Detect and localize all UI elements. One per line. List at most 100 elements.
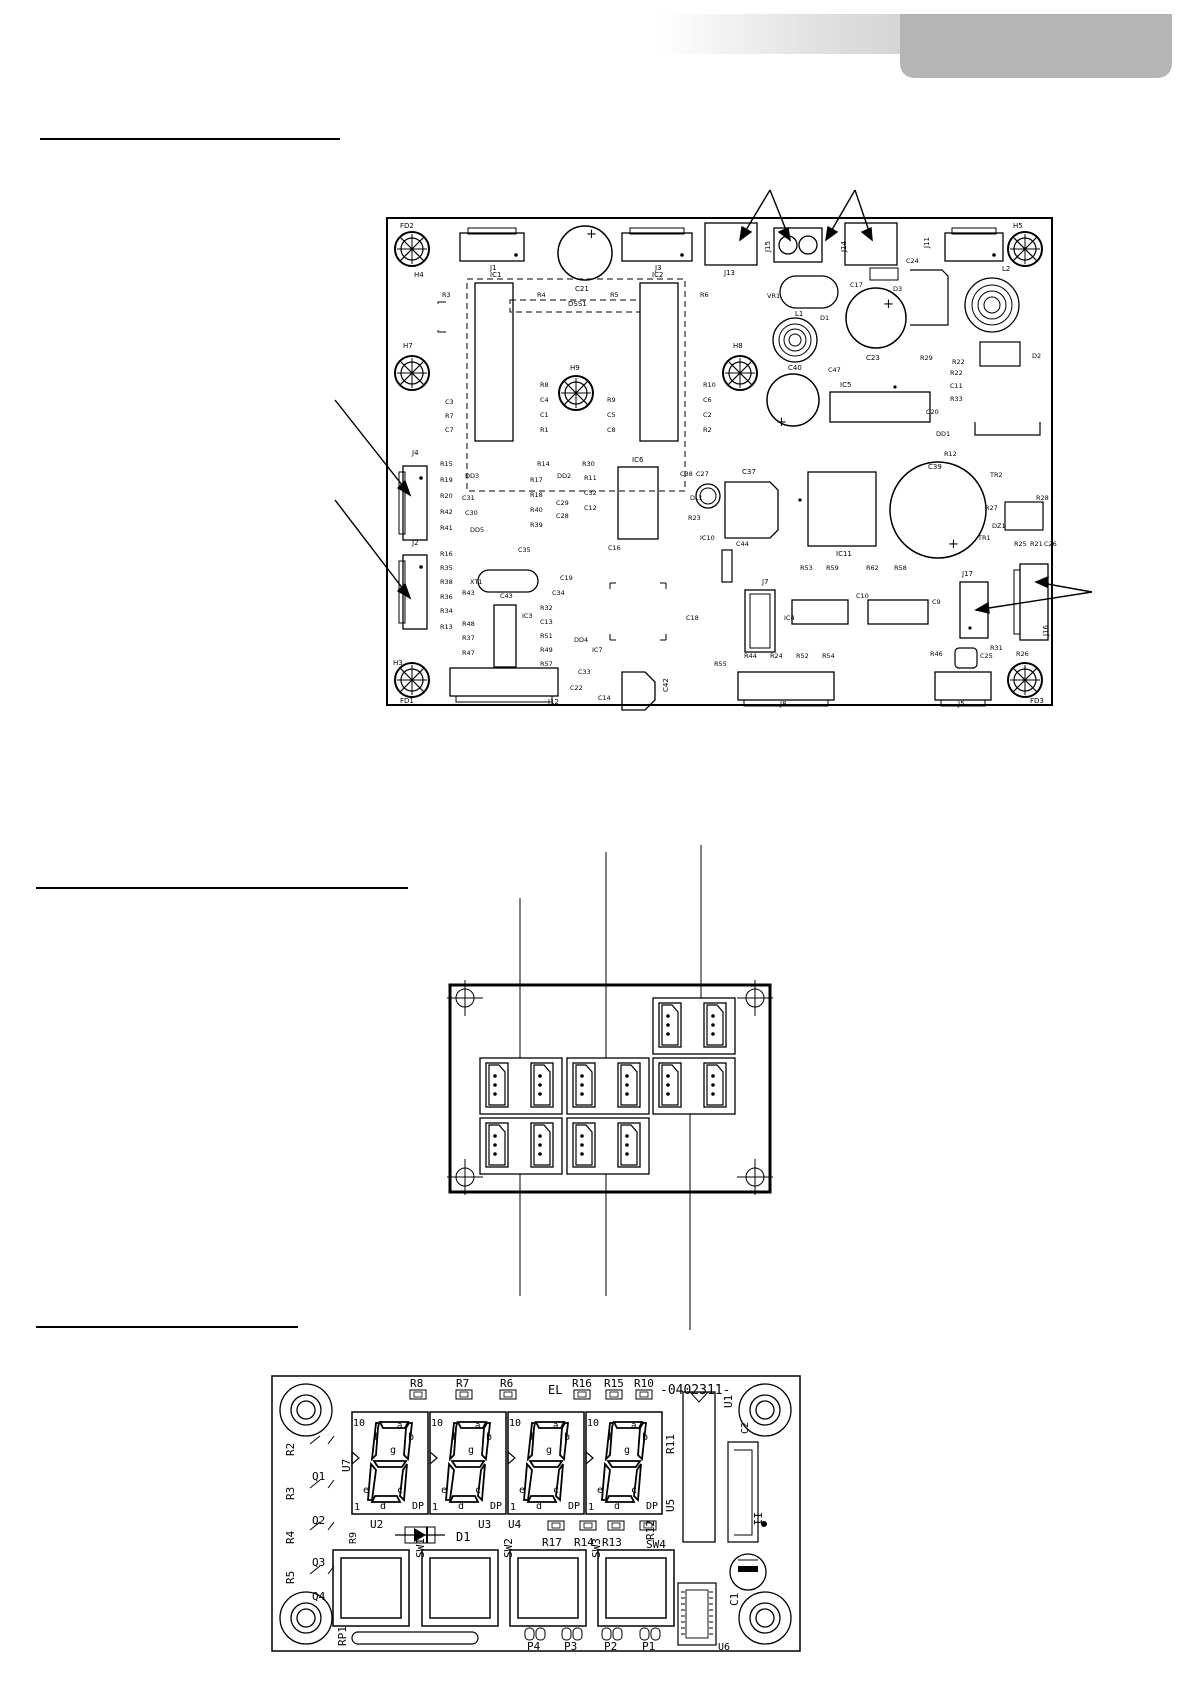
seven-seg-digit-1: 10 1 a b f g e c d DP (351, 1411, 429, 1515)
svg-text:b: b (408, 1432, 414, 1443)
svg-text:L1: L1 (795, 310, 803, 318)
svg-text:J8: J8 (779, 700, 787, 708)
svg-text:R10: R10 (703, 381, 716, 389)
svg-text:R36: R36 (440, 593, 453, 601)
svg-text:10: 10 (431, 1418, 443, 1429)
svg-text:1: 1 (354, 1502, 360, 1513)
svg-text:R17: R17 (530, 476, 543, 484)
connector-j2: J2 (398, 539, 428, 630)
svg-text:C43: C43 (500, 592, 513, 600)
svg-text:C13: C13 (540, 618, 553, 626)
connector-group-b (566, 1057, 650, 1115)
svg-text:R33: R33 (950, 395, 963, 403)
svg-text:J14: J14 (840, 240, 848, 253)
svg-text:P3: P3 (564, 1640, 577, 1653)
svg-text:R12: R12 (644, 1520, 657, 1540)
label-ic10: IC10 (700, 534, 715, 542)
connector-j8: J8 (737, 671, 835, 708)
svg-text:C32: C32 (584, 489, 597, 497)
inductor-l2: L2 (964, 265, 1020, 333)
c24-body (910, 269, 949, 326)
svg-text:Q1: Q1 (312, 1470, 325, 1483)
svg-text:1: 1 (510, 1502, 516, 1513)
svg-text:C35: C35 (518, 546, 531, 554)
svg-text:R6: R6 (500, 1377, 513, 1390)
svg-text:R52: R52 (796, 652, 809, 660)
svg-text:e: e (519, 1485, 525, 1496)
svg-text:C28: C28 (556, 512, 569, 520)
svg-text:R21: R21 (1030, 540, 1043, 548)
mount-hole-h9: H9 (558, 364, 594, 411)
label-d3: D3 (893, 285, 902, 293)
svg-text:R11: R11 (584, 474, 597, 482)
ic11-chip: IC11 (798, 471, 877, 558)
diode-d1: D1 (395, 1526, 470, 1544)
svg-text:DZ1: DZ1 (992, 522, 1006, 530)
svg-text:+: + (883, 297, 894, 312)
section-rule-2 (36, 887, 408, 889)
svg-text:TR1: TR1 (977, 534, 991, 542)
svg-text:FD2: FD2 (400, 222, 414, 230)
svg-text:L2: L2 (1002, 265, 1010, 273)
svg-text:+: + (586, 227, 597, 242)
svg-text:b: b (642, 1432, 648, 1443)
ic4-chip: IC4 (784, 599, 849, 625)
svg-text:EL: EL (548, 1383, 562, 1397)
svg-text:TR2: TR2 (989, 471, 1003, 479)
svg-text:R58: R58 (894, 564, 907, 572)
connector-j1: J1 (459, 227, 525, 272)
lower-resistors: R17 R14 R13 R12 (542, 1520, 657, 1549)
svg-text:RP1: RP1 (336, 1626, 349, 1646)
lower-left-parts: DD5 R43 C43 R48 R37 R47 C19 C34 R32 C13 … (462, 526, 699, 702)
connector-j17: J17 (959, 570, 989, 639)
svg-text:C26: C26 (1044, 540, 1057, 548)
capacitor-c39: + C39 (889, 461, 987, 559)
label-ic3: IC3 (522, 612, 533, 620)
svg-text:R55: R55 (714, 660, 727, 668)
svg-text:R2: R2 (284, 1443, 297, 1456)
d2-body (979, 341, 1021, 367)
svg-text:J3: J3 (654, 264, 662, 272)
header-tab (900, 14, 1172, 78)
svg-text:U1: U1 (722, 1395, 735, 1408)
svg-text:R6: R6 (700, 291, 709, 299)
label-d1: D1 (820, 314, 829, 322)
svg-text:VR1: VR1 (767, 292, 780, 300)
svg-text:R59: R59 (826, 564, 839, 572)
main-board-outline (386, 217, 1053, 706)
connector-j15: J15 (764, 227, 823, 263)
svg-text:R46: R46 (930, 650, 943, 658)
svg-text:R4: R4 (537, 291, 546, 299)
svg-text:Q2: Q2 (312, 1514, 325, 1527)
svg-text:R1: R1 (540, 426, 549, 434)
main-board: FD2 H4 H5 H7 H8 H9 H3 FD1 FD3 J1 + C21 (334, 189, 1093, 711)
dss1-box (466, 278, 686, 492)
svg-text:R8: R8 (540, 381, 549, 389)
svg-text:J16: J16 (1042, 624, 1050, 637)
display-board-outline (271, 1375, 801, 1652)
svg-text:SW3: SW3 (590, 1538, 603, 1558)
section-rule-1 (40, 138, 340, 140)
ic2-chip: IC2 (639, 271, 679, 442)
svg-text:10: 10 (587, 1418, 599, 1429)
svg-text:C23: C23 (866, 354, 880, 362)
svg-text:10: 10 (353, 1418, 365, 1429)
svg-text:f: f (529, 1432, 535, 1443)
svg-text:DD3: DD3 (465, 472, 479, 480)
connector-group-f (566, 1117, 650, 1175)
svg-text:C7: C7 (445, 426, 454, 434)
switch-sw3: SW3 (509, 1538, 603, 1627)
svg-text:C31: C31 (462, 494, 475, 502)
svg-text:R48: R48 (462, 620, 475, 628)
svg-text:R22: R22 (950, 369, 963, 377)
svg-text:-0402311-: -0402311- (660, 1383, 730, 1398)
svg-text:IC4: IC4 (784, 614, 795, 622)
svg-text:10: 10 (509, 1418, 521, 1429)
vr1-varistor: VR1 (767, 275, 839, 309)
ic10-body (721, 549, 733, 583)
svg-text:R27: R27 (985, 504, 998, 512)
tr-body (954, 647, 978, 669)
connector-j7: J7 (744, 578, 776, 653)
svg-text:FD3: FD3 (1030, 697, 1044, 705)
svg-text:IC11: IC11 (836, 550, 852, 558)
